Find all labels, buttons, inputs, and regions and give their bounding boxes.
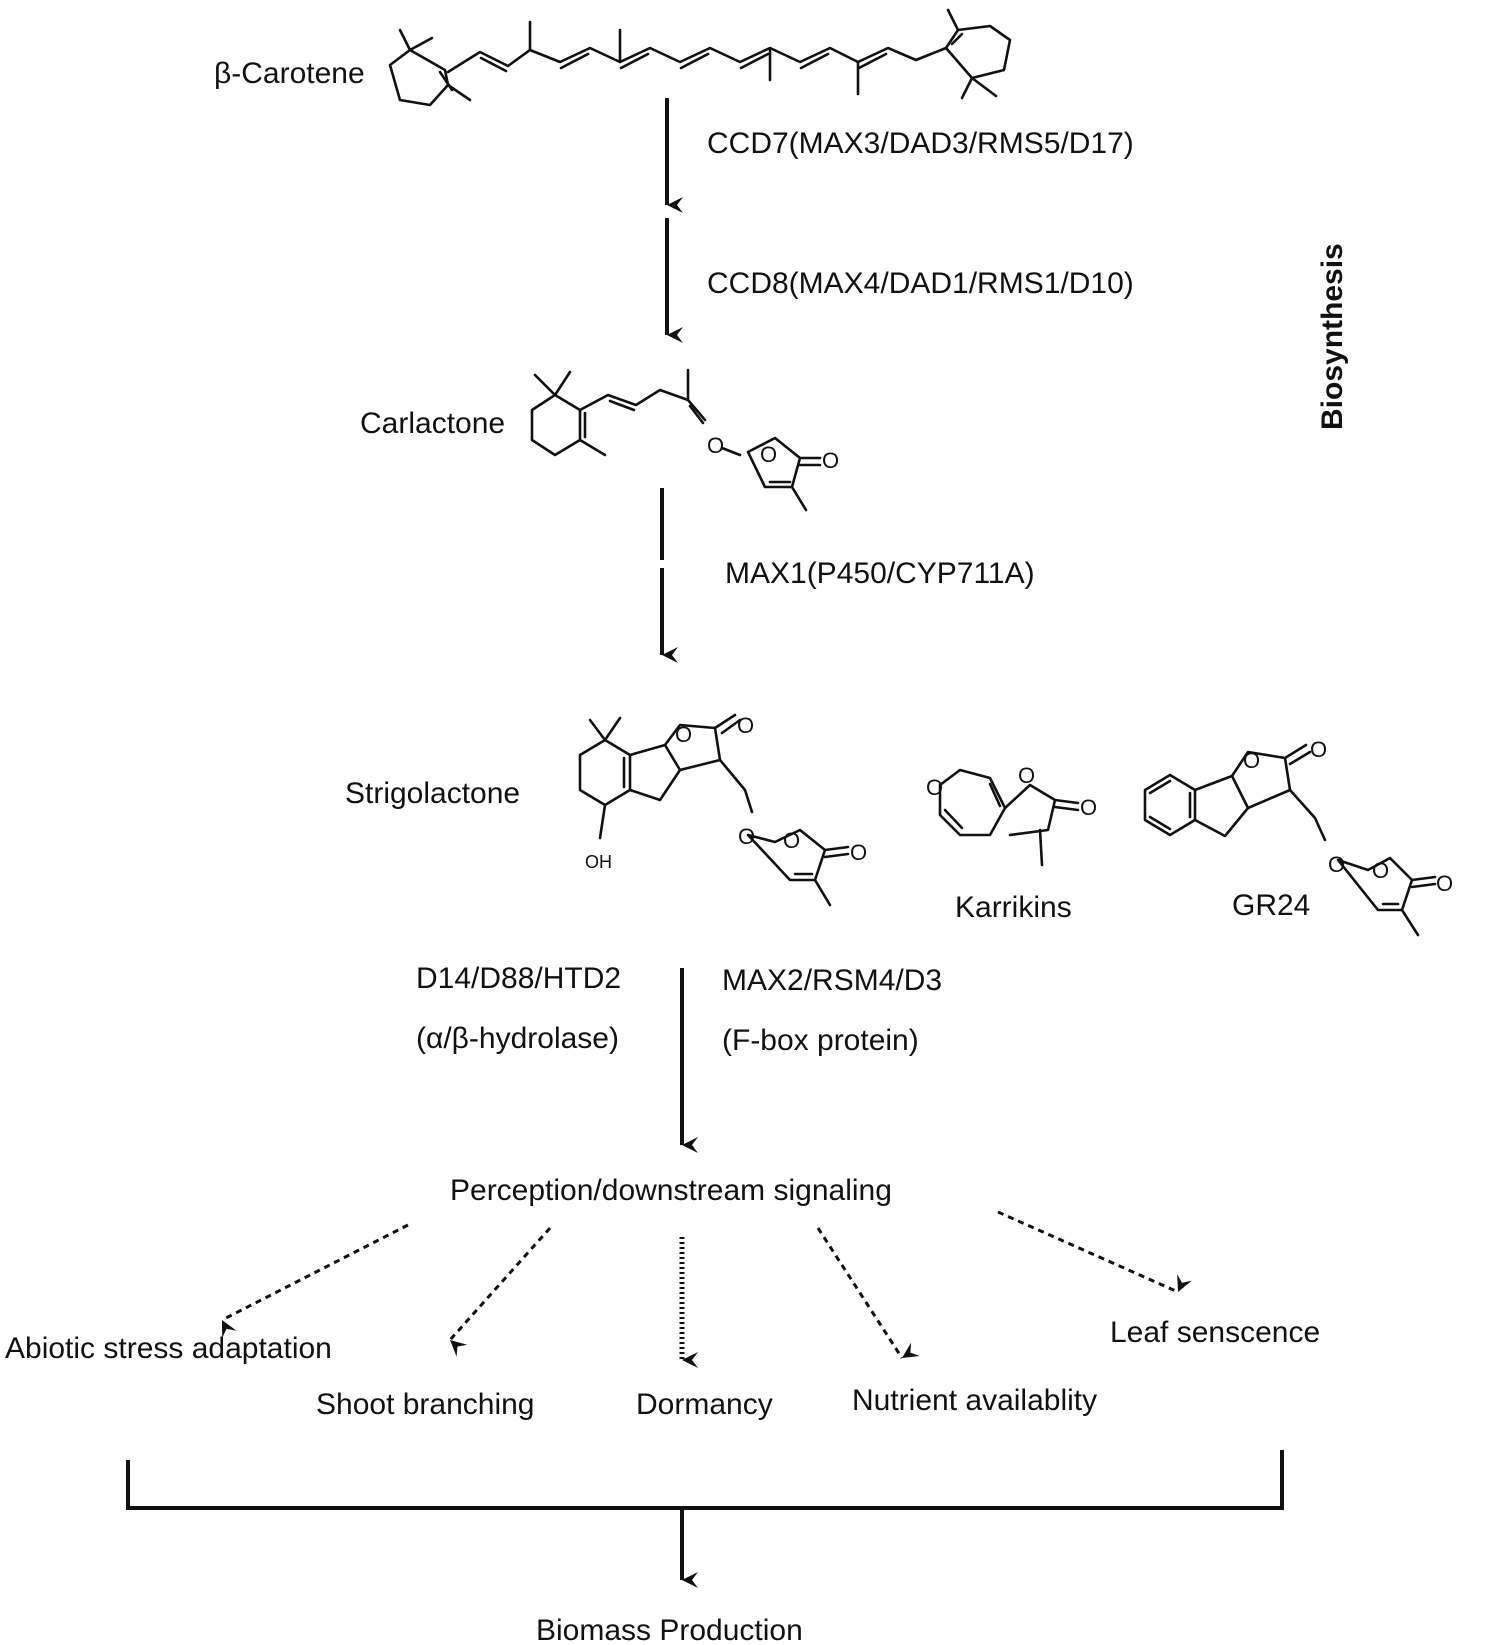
strigolactone-structure bbox=[578, 713, 850, 907]
biomass-label: Biomass Production bbox=[536, 1614, 803, 1645]
receptor-class-label: (α/β-hydrolase) bbox=[416, 1022, 619, 1055]
gr24-ring-o: O bbox=[1243, 748, 1260, 773]
arrow-to-shoot bbox=[448, 1227, 552, 1357]
carlactone-ether-o: O bbox=[707, 433, 724, 458]
outcome-shoot-branching: Shoot branching bbox=[316, 1388, 535, 1421]
signaling-label: Perception/downstream signaling bbox=[450, 1174, 892, 1207]
arrow-to-abiotic bbox=[221, 1223, 409, 1338]
gr24-butenolide-carbonyl-o: O bbox=[1436, 871, 1453, 896]
outcome-nutrient: Nutrient availablity bbox=[852, 1384, 1097, 1417]
karrikins-pyran-o: O bbox=[926, 775, 943, 800]
arrow-to-leaf bbox=[997, 1210, 1192, 1294]
beta-carotene-structure bbox=[388, 8, 1012, 107]
outcome-dormancy: Dormancy bbox=[636, 1388, 773, 1421]
karrikins-carbonyl-o: O bbox=[1080, 795, 1097, 820]
karrikins-furan-o: O bbox=[1018, 763, 1035, 788]
strigolactone-butenolide-o: O bbox=[783, 828, 800, 853]
gr24-structure bbox=[1143, 743, 1437, 937]
biosynthesis-label: Biosynthesis bbox=[1316, 243, 1349, 430]
convergence-bracket bbox=[126, 1450, 1284, 1510]
arrow-to-nutrient bbox=[816, 1227, 920, 1359]
fbox-label: MAX2/RSM4/D3 bbox=[722, 964, 942, 997]
karrikins-label: Karrikins bbox=[955, 891, 1072, 924]
strigolactone-ring-o: O bbox=[675, 722, 692, 747]
carlactone-ring-o: O bbox=[760, 442, 777, 467]
max1-label: MAX1(P450/CYP711A) bbox=[725, 557, 1035, 590]
outcome-leaf-senescence: Leaf senscence bbox=[1110, 1316, 1320, 1349]
ccd8-label: CCD8(MAX4/DAD1/RMS1/D10) bbox=[707, 267, 1134, 300]
outcome-abiotic: Abiotic stress adaptation bbox=[5, 1332, 332, 1365]
strigolactone-hydroxyl: OH bbox=[585, 852, 612, 872]
carlactone-carbonyl-o: O bbox=[822, 448, 839, 473]
gr24-butenolide-o: O bbox=[1372, 858, 1389, 883]
karrikins-structure bbox=[938, 768, 1080, 867]
carlactone-structure bbox=[530, 368, 822, 512]
carlactone-label: Carlactone bbox=[360, 407, 505, 440]
strigolactone-butenolide-carbonyl-o: O bbox=[850, 840, 867, 865]
gr24-carbonyl-o: O bbox=[1310, 737, 1327, 762]
beta-carotene-label: β-Carotene bbox=[214, 57, 365, 90]
ccd7-label: CCD7(MAX3/DAD3/RMS5/D17) bbox=[707, 127, 1134, 160]
receptor-label: D14/D88/HTD2 bbox=[416, 962, 621, 995]
strigolactone-carbonyl-o: O bbox=[737, 713, 754, 738]
fbox-class-label: (F-box protein) bbox=[722, 1024, 919, 1057]
strigolactone-ether-o: O bbox=[738, 824, 755, 849]
gr24-ether-o: O bbox=[1328, 852, 1345, 877]
strigolactone-label: Strigolactone bbox=[345, 777, 520, 810]
gr24-label: GR24 bbox=[1232, 889, 1310, 922]
